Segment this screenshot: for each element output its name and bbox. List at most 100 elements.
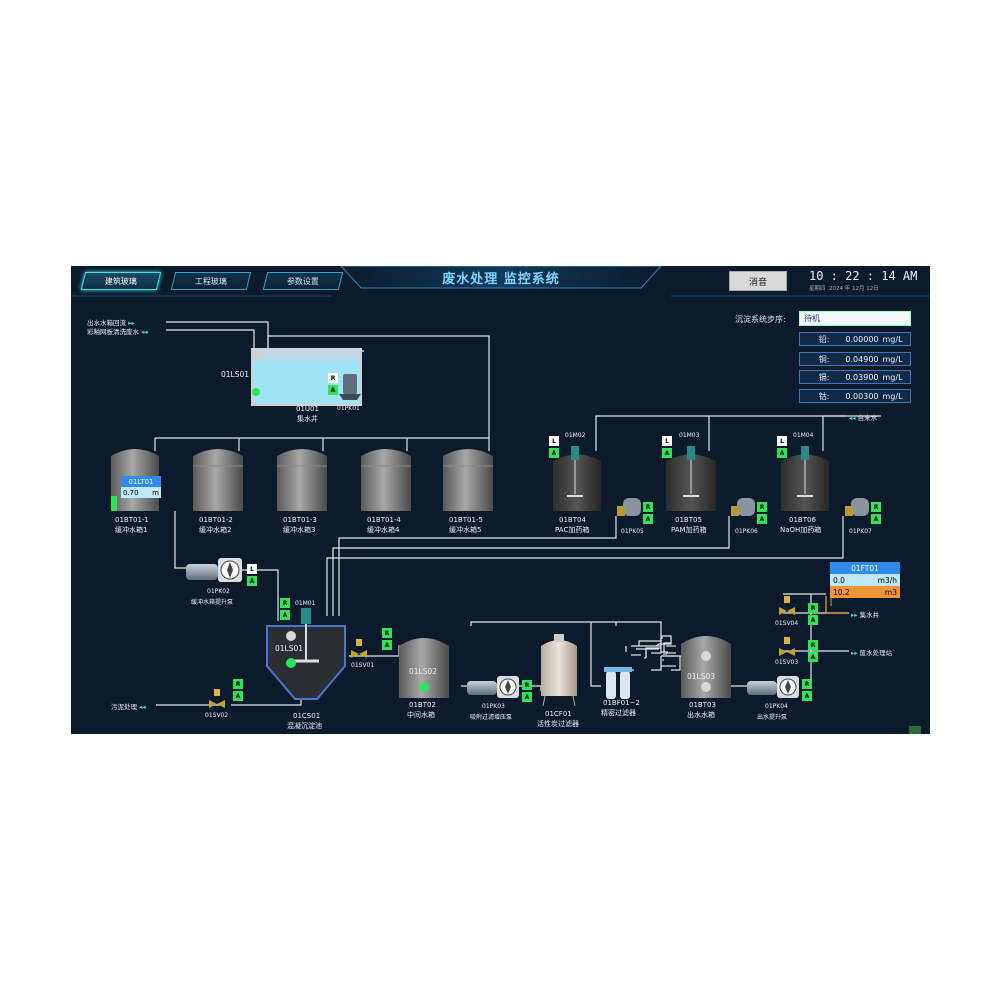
buffer2-id: 01BT01-2 — [199, 516, 233, 524]
tab-label: 参数设置 — [287, 276, 319, 286]
sump-pump-r-button[interactable]: R — [328, 373, 338, 383]
metal-name: 铅: — [818, 334, 830, 344]
buffer-tank-4[interactable] — [361, 449, 411, 511]
sv03-id: 01SV03 — [775, 659, 799, 666]
pk02-l-button[interactable]: L — [247, 564, 257, 574]
lt-unit: m — [152, 488, 159, 497]
buffer1-id: 01BT01-1 — [115, 516, 149, 524]
tab-parameter-settings[interactable]: 参数设置 — [262, 272, 344, 290]
mid-tank[interactable] — [399, 638, 449, 698]
pam-mixer-l-button[interactable]: L — [662, 436, 672, 446]
sv04-a-button[interactable]: A — [808, 615, 818, 625]
ft-id: 01FT01 — [830, 562, 900, 574]
dosing-pump-pk05[interactable] — [617, 498, 641, 516]
tab-building-glass[interactable]: 建筑玻璃 — [80, 272, 162, 290]
sv01-a-button[interactable]: A — [382, 640, 392, 650]
lt-value: 0.70 — [123, 488, 139, 497]
ft-flow-unit: m3/h — [877, 575, 897, 585]
valve-sv01[interactable] — [351, 639, 367, 658]
buffer-tank-3[interactable] — [277, 449, 327, 511]
flow-label: 集水井 — [859, 611, 880, 619]
settler-tank[interactable] — [266, 608, 346, 700]
pk03-r-button[interactable]: R — [522, 680, 532, 690]
lift-pump-pk02[interactable] — [186, 558, 242, 582]
sump-pump-id: 01PK01 — [337, 405, 360, 412]
buffer-tank-5[interactable] — [443, 449, 493, 511]
buffer2-name: 缓冲水箱2 — [199, 526, 232, 534]
carbon-filter[interactable] — [541, 634, 577, 707]
metal-unit: mg/L — [882, 334, 903, 344]
pk04-r-button[interactable]: R — [802, 679, 812, 689]
pk04-a-button[interactable]: A — [802, 691, 812, 701]
level-transmitter: 01LT01 0.70 m — [121, 476, 161, 498]
sump-pump-icon — [343, 374, 357, 394]
pk06-a-button[interactable]: A — [757, 514, 767, 524]
pump-pk04[interactable] — [747, 676, 799, 698]
corner-status-indicator — [909, 726, 921, 734]
settler-mixer-id: 01M01 — [295, 600, 316, 607]
sv01-r-button[interactable]: R — [382, 628, 392, 638]
sump-name: 集水井 — [297, 415, 318, 423]
sv04-id: 01SV04 — [775, 620, 799, 627]
valve-sv03[interactable] — [779, 637, 795, 656]
dosing-pump-pk07[interactable] — [845, 498, 869, 516]
pump-pk03[interactable] — [467, 676, 519, 698]
pam-mixer-a-button[interactable]: A — [662, 448, 672, 458]
ft-flow: 0.0 — [833, 575, 845, 585]
pk06-r-button[interactable]: R — [757, 502, 767, 512]
page-title: 废水处理 监控系统 — [442, 271, 560, 287]
buffer4-name: 缓冲水箱4 — [367, 526, 400, 534]
settler-mixer-a-button[interactable]: A — [280, 610, 290, 620]
pk05-id: 01PK05 — [621, 528, 644, 535]
pk07-a-button[interactable]: A — [871, 514, 881, 524]
valve-sv02[interactable] — [209, 689, 225, 708]
sv03-r-button[interactable]: R — [808, 640, 818, 650]
pk07-id: 01PK07 — [849, 528, 872, 535]
pk05-a-button[interactable]: A — [643, 514, 653, 524]
clock-date: 星期四 2024 年 12月 12日 — [809, 284, 879, 292]
fine-filters[interactable] — [604, 667, 632, 699]
buffer1-name: 缓冲水箱1 — [115, 526, 148, 534]
metal-value: 0.00000 — [845, 334, 879, 344]
pk03-a-button[interactable]: A — [522, 692, 532, 702]
valve-sv04[interactable] — [779, 596, 795, 615]
metal-value: 0.00300 — [845, 391, 879, 401]
pk06-id: 01PK06 — [735, 528, 758, 535]
sump-pump-a-button[interactable]: A — [328, 385, 338, 395]
flow-label: 出水水箱回流 — [87, 319, 126, 327]
naoh-mixer-a-button[interactable]: A — [777, 448, 787, 458]
pk04-name: 出水提升泵 — [757, 714, 788, 721]
lt-id: 01LT01 — [121, 476, 161, 487]
naoh-mixer-id: 01M04 — [793, 432, 814, 439]
fine-filter-id: 01BF01~2 — [603, 699, 640, 707]
tab-engineering-glass[interactable]: 工程玻璃 — [170, 272, 252, 290]
pam-id: 01BT05 — [675, 516, 702, 524]
pk02-a-button[interactable]: A — [247, 576, 257, 586]
dosing-tank-pac[interactable] — [553, 446, 601, 511]
naoh-mixer-l-button[interactable]: L — [777, 436, 787, 446]
sv04-r-button[interactable]: R — [808, 603, 818, 613]
buffer-tank-2[interactable] — [193, 449, 243, 511]
sv02-a-button[interactable]: A — [233, 691, 243, 701]
pk07-r-button[interactable]: R — [871, 502, 881, 512]
settler-mixer-r-button[interactable]: R — [280, 598, 290, 608]
sv03-a-button[interactable]: A — [808, 652, 818, 662]
pk05-r-button[interactable]: R — [643, 502, 653, 512]
flow-sludge: 污泥处理 ◂◂ — [111, 701, 146, 711]
dosing-tank-pam[interactable] — [666, 446, 716, 511]
tab-label: 建筑玻璃 — [105, 276, 137, 286]
pac-mixer-a-button[interactable]: A — [549, 448, 559, 458]
pac-mixer-l-button[interactable]: L — [549, 436, 559, 446]
dosing-tank-naoh[interactable] — [781, 446, 829, 511]
sump-tank[interactable] — [251, 348, 362, 406]
out-tank[interactable] — [681, 636, 731, 698]
pk03-id: 01PK03 — [482, 703, 505, 710]
sv02-r-button[interactable]: R — [233, 679, 243, 689]
pam-mixer-id: 01M03 — [679, 432, 700, 439]
dosing-pump-pk06[interactable] — [731, 498, 755, 516]
mute-button[interactable]: 消音 — [729, 271, 787, 291]
buffer5-name: 缓冲水箱5 — [449, 526, 482, 534]
pac-id: 01BT04 — [559, 516, 586, 524]
